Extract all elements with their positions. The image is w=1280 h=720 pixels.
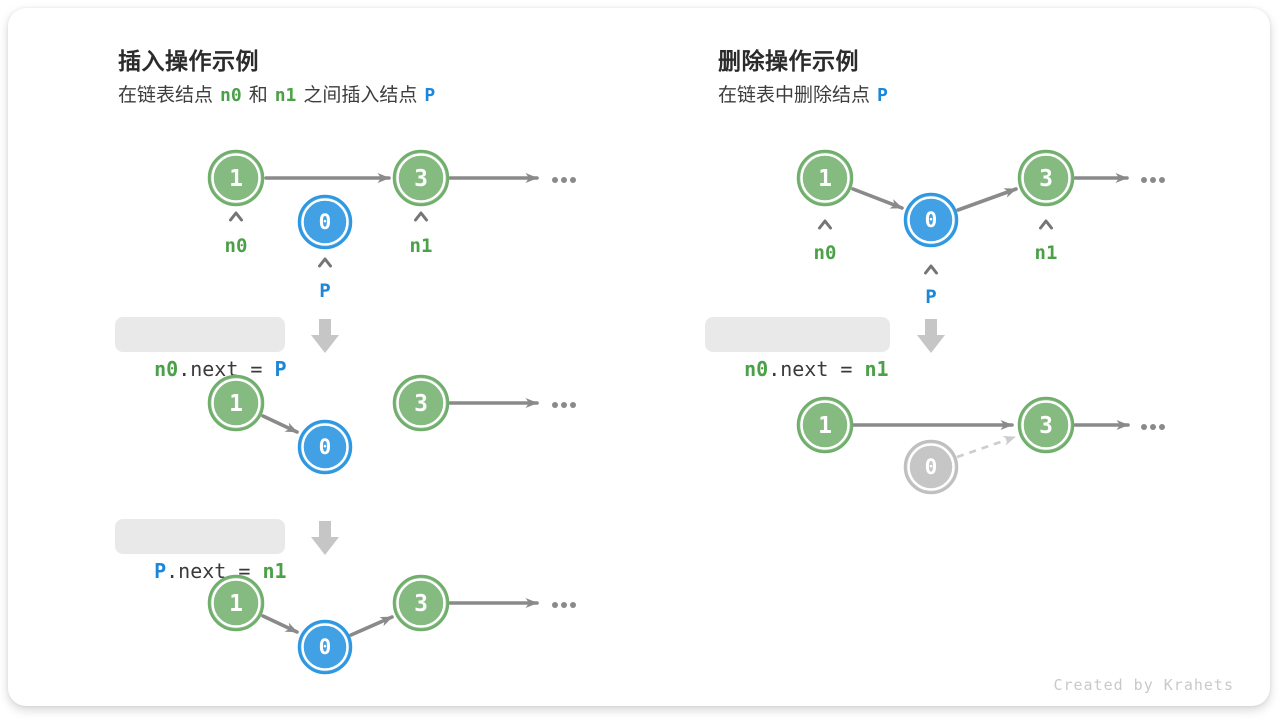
code-lhs: P bbox=[154, 559, 167, 583]
svg-text:3: 3 bbox=[414, 166, 428, 192]
ellipsis-dots bbox=[1141, 177, 1165, 183]
node-1: 1 bbox=[207, 574, 265, 632]
subtitle-text: 之间插入结点 bbox=[303, 85, 418, 106]
credit-text: Created by Krahets bbox=[1053, 676, 1234, 694]
inline-code-p: P bbox=[877, 85, 888, 106]
svg-text:0: 0 bbox=[319, 435, 332, 459]
code-rhs: n1 bbox=[262, 559, 287, 583]
insert-step1-diagram: 1 3 0 n0 n1 P bbox=[207, 149, 576, 302]
pointer-label-n1: n1 bbox=[1035, 242, 1058, 264]
down-block-arrow-icon bbox=[311, 521, 339, 555]
node-p: 0 bbox=[297, 419, 353, 475]
dashed-arrow-removed-p-to-3 bbox=[956, 435, 1016, 459]
svg-text:1: 1 bbox=[229, 591, 243, 617]
arrow-p-to-3 bbox=[349, 615, 394, 637]
subtitle-text: 在链表中删除结点 bbox=[718, 85, 871, 106]
inline-code-n0: n0 bbox=[220, 85, 242, 106]
caret-up-icon bbox=[229, 211, 243, 222]
delete-step2-diagram: 1 3 0 bbox=[796, 396, 1165, 495]
insert-section-subtitle: 在链表结点 n0 和 n1 之间插入结点 P bbox=[118, 80, 442, 107]
code-lhs: n0 bbox=[744, 357, 769, 381]
subtitle-text: 和 bbox=[248, 85, 268, 106]
delete-section-subtitle: 在链表中删除结点 P bbox=[718, 80, 895, 107]
pointer-label-p: P bbox=[925, 286, 936, 308]
node-1: 1 bbox=[796, 149, 854, 207]
node-1: 1 bbox=[207, 149, 265, 207]
ellipsis-dots bbox=[552, 402, 576, 408]
delete-step1-diagram: 1 3 0 n0 n1 P bbox=[796, 149, 1165, 308]
pointer-label-p: P bbox=[319, 280, 330, 302]
pointer-label-n0: n0 bbox=[814, 242, 837, 264]
caret-up-icon bbox=[1039, 219, 1053, 230]
svg-text:0: 0 bbox=[319, 210, 332, 234]
svg-text:1: 1 bbox=[229, 166, 243, 192]
node-p-removed: 0 bbox=[903, 439, 959, 495]
insert-step2-diagram: 1 3 0 bbox=[207, 374, 576, 475]
caret-up-icon bbox=[818, 219, 832, 230]
delete-section-title: 删除操作示例 bbox=[718, 48, 859, 74]
node-p: 0 bbox=[297, 194, 353, 250]
node-3: 3 bbox=[1017, 396, 1075, 454]
svg-text:0: 0 bbox=[925, 208, 938, 232]
ellipsis-dots bbox=[552, 177, 576, 183]
ellipsis-dots bbox=[552, 602, 576, 608]
caret-up-icon bbox=[924, 264, 938, 275]
down-block-arrow-icon bbox=[917, 319, 945, 353]
svg-text:1: 1 bbox=[818, 413, 832, 439]
svg-text:3: 3 bbox=[414, 591, 428, 617]
svg-text:3: 3 bbox=[414, 391, 428, 417]
caret-up-icon bbox=[318, 257, 332, 268]
caret-up-icon bbox=[414, 211, 428, 222]
svg-text:0: 0 bbox=[319, 635, 332, 659]
node-1: 1 bbox=[207, 374, 265, 432]
arrow-p-to-3 bbox=[956, 187, 1018, 212]
pointer-label-n1: n1 bbox=[410, 235, 433, 257]
node-3: 3 bbox=[392, 574, 450, 632]
code-rhs: n1 bbox=[864, 357, 889, 381]
insert-step3-diagram: 1 3 0 bbox=[207, 574, 576, 675]
node-3: 3 bbox=[392, 374, 450, 432]
arrow-1-to-p bbox=[261, 614, 299, 634]
svg-text:1: 1 bbox=[229, 391, 243, 417]
insert-section-title: 插入操作示例 bbox=[118, 48, 259, 74]
down-block-arrow-icon bbox=[311, 319, 339, 353]
node-3: 3 bbox=[1017, 149, 1075, 207]
code-rhs: P bbox=[274, 357, 287, 381]
svg-text:0: 0 bbox=[925, 455, 938, 479]
code-box-n0-next-n1: n0.next = n1 bbox=[705, 317, 890, 381]
node-1: 1 bbox=[796, 396, 854, 454]
arrow-1-to-p bbox=[851, 187, 904, 210]
code-mid: .next = bbox=[768, 357, 865, 381]
subtitle-text: 在链表结点 bbox=[118, 85, 214, 106]
pointer-label-n0: n0 bbox=[225, 235, 248, 257]
inline-code-p: P bbox=[424, 85, 436, 106]
node-p: 0 bbox=[297, 619, 353, 675]
arrow-1-to-p bbox=[261, 414, 299, 434]
svg-text:3: 3 bbox=[1039, 413, 1053, 439]
svg-text:1: 1 bbox=[818, 166, 832, 192]
inline-code-n1: n1 bbox=[274, 85, 297, 106]
node-3: 3 bbox=[392, 149, 450, 207]
svg-text:3: 3 bbox=[1039, 166, 1053, 192]
code-lhs: n0 bbox=[154, 357, 179, 381]
node-p: 0 bbox=[903, 192, 959, 248]
code-box-n0-next-p: n0.next = P bbox=[115, 317, 287, 381]
ellipsis-dots bbox=[1141, 424, 1165, 430]
